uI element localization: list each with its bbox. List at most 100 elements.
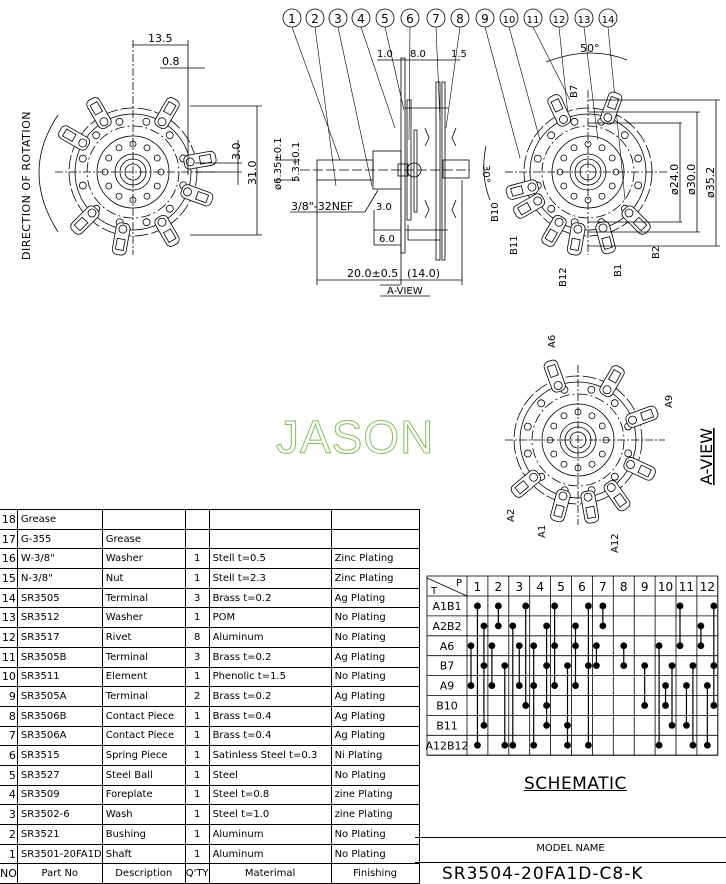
terminal-lug bbox=[541, 214, 567, 247]
schematic-contact-dot bbox=[703, 682, 711, 689]
balloon-number: 8 bbox=[456, 12, 464, 26]
schematic-contact-dot bbox=[703, 741, 711, 749]
schematic-contact-dot bbox=[543, 662, 550, 670]
bom-cell-qty: 1 bbox=[184, 666, 210, 688]
bom-cell-desc: Element bbox=[101, 666, 186, 688]
bom-cell-mat: Steel bbox=[208, 764, 332, 786]
schematic-contact-dot bbox=[474, 602, 481, 610]
bom-cell-qty: 1 bbox=[184, 548, 210, 570]
bom-cell-mat: Steel t=1.0 bbox=[208, 804, 332, 825]
schematic-terminal: A12B12 bbox=[425, 739, 468, 752]
schematic-contact-dot bbox=[655, 741, 663, 749]
bom-cell-desc: Washer bbox=[101, 548, 186, 570]
terminal-b12: B12 bbox=[558, 267, 569, 287]
schematic-contact-dot bbox=[593, 642, 600, 650]
bom-cell-pn: SR3505A bbox=[16, 686, 103, 707]
bom-cell-pn: Grease bbox=[16, 509, 103, 530]
bom-cell-pn: SR3521 bbox=[16, 824, 103, 845]
schematic-position: 7 bbox=[599, 580, 607, 594]
schematic-contact-dot bbox=[509, 741, 517, 749]
schematic-contact-dot bbox=[551, 642, 558, 650]
a-view-title: A-VIEW bbox=[697, 428, 716, 485]
bom-cell-mat: Aluminum bbox=[208, 843, 332, 865]
schematic-contact-dot bbox=[620, 662, 628, 670]
schematic-contact-dot bbox=[710, 662, 718, 670]
schematic-contact-dot bbox=[488, 642, 496, 650]
bom-cell-fin: Zinc Plating bbox=[330, 568, 420, 589]
schematic-terminal: A9 bbox=[440, 680, 455, 693]
terminal-a2: A2 bbox=[506, 509, 517, 522]
model-name-value: SR3504-20FA1D-C8-K bbox=[442, 864, 644, 884]
terminal-lug bbox=[510, 469, 542, 498]
schematic-position: 3 bbox=[515, 580, 523, 594]
schematic-contact-dot bbox=[480, 721, 488, 729]
front-view: 13.5 0.8 3.0 31.0 DIRECTION OF ROTATION bbox=[20, 32, 262, 260]
bom-cell-pn: SR3509 bbox=[16, 784, 103, 806]
schematic-contact-dot bbox=[689, 741, 697, 749]
bom-cell-fin: Ag Plating bbox=[330, 686, 420, 707]
dim-dia-35-2: ø35.2 bbox=[704, 167, 717, 198]
schematic-contact-dot bbox=[572, 642, 579, 650]
balloon-number: 5 bbox=[381, 12, 389, 26]
bom-cell-fin bbox=[330, 528, 420, 550]
bom-cell-desc: Terminal bbox=[101, 587, 186, 609]
bom-cell-pn: SR3505 bbox=[16, 587, 103, 609]
bom-cell-fin: Ag Plating bbox=[330, 725, 420, 747]
bom-cell-desc: Washer bbox=[101, 607, 186, 629]
schematic-position: 8 bbox=[620, 580, 628, 594]
balloon-number: 7 bbox=[432, 12, 440, 26]
bom-cell-qty: 1 bbox=[184, 764, 210, 786]
schematic-contact-dot bbox=[641, 702, 649, 709]
bom-cell-mat: Stell t=0.5 bbox=[208, 548, 332, 570]
bom-cell-pn: SR3527 bbox=[16, 764, 103, 786]
balloon-number: 2 bbox=[311, 12, 319, 26]
bom-cell-no: 13 bbox=[0, 607, 18, 629]
bom-cell-mat: Aluminum bbox=[208, 824, 332, 845]
schematic-contact-dot bbox=[515, 682, 523, 689]
terminal-lug bbox=[623, 456, 656, 481]
schematic-position: 2 bbox=[495, 580, 503, 594]
bom-cell-fin bbox=[330, 509, 420, 530]
bom-cell-qty: 1 bbox=[184, 745, 210, 766]
schematic-terminal: A1B1 bbox=[432, 600, 461, 613]
balloon-number: 10 bbox=[503, 15, 516, 26]
bom-cell-fin: Ag Plating bbox=[330, 646, 420, 668]
balloon-number: 12 bbox=[553, 15, 566, 26]
bom-cell-mat: Brass t=0.2 bbox=[208, 646, 332, 668]
corner-p: P bbox=[456, 578, 462, 589]
angle-30: 30° bbox=[480, 165, 491, 183]
bom-cell-mat: POM bbox=[208, 607, 332, 629]
bom-cell-desc: Shaft bbox=[101, 843, 186, 865]
a-view-reference: A-VIEW bbox=[387, 286, 423, 297]
schematic-contact-dot bbox=[620, 642, 628, 650]
bom-cell-qty: 1 bbox=[184, 705, 210, 727]
schematic-contact-dot bbox=[572, 622, 579, 630]
bom-cell-pn: SR3515 bbox=[16, 745, 103, 766]
dim-8-0: 8.0 bbox=[410, 49, 426, 60]
schematic-contact-dot bbox=[697, 622, 705, 630]
terminal-lug bbox=[600, 91, 623, 125]
bom-cell-mat: Phenolic t=1.5 bbox=[208, 666, 332, 688]
schematic-contact-dot bbox=[488, 682, 496, 689]
dim-0-8: 0.8 bbox=[162, 55, 180, 68]
terminal-b2: B2 bbox=[651, 246, 662, 259]
schematic-contact-dot bbox=[530, 642, 538, 650]
bom-cell-qty: 2 bbox=[184, 686, 210, 707]
schematic-contact-dot bbox=[494, 602, 502, 610]
schematic-contact-dot bbox=[551, 682, 558, 689]
schematic-contact-dot bbox=[710, 702, 718, 709]
schematic-contact-dot bbox=[564, 662, 571, 670]
bom-cell-mat: Steel t=0.8 bbox=[208, 784, 332, 806]
rear-rotor-disc bbox=[505, 91, 653, 256]
bom-cell-no: 3 bbox=[0, 804, 18, 825]
terminal-lug bbox=[86, 97, 112, 130]
bom-cell-mat bbox=[208, 528, 332, 550]
bom-cell-fin: No Plating bbox=[330, 824, 420, 845]
bom-cell-fin: Ag Plating bbox=[330, 705, 420, 727]
schematic-contact-dot bbox=[697, 642, 705, 650]
